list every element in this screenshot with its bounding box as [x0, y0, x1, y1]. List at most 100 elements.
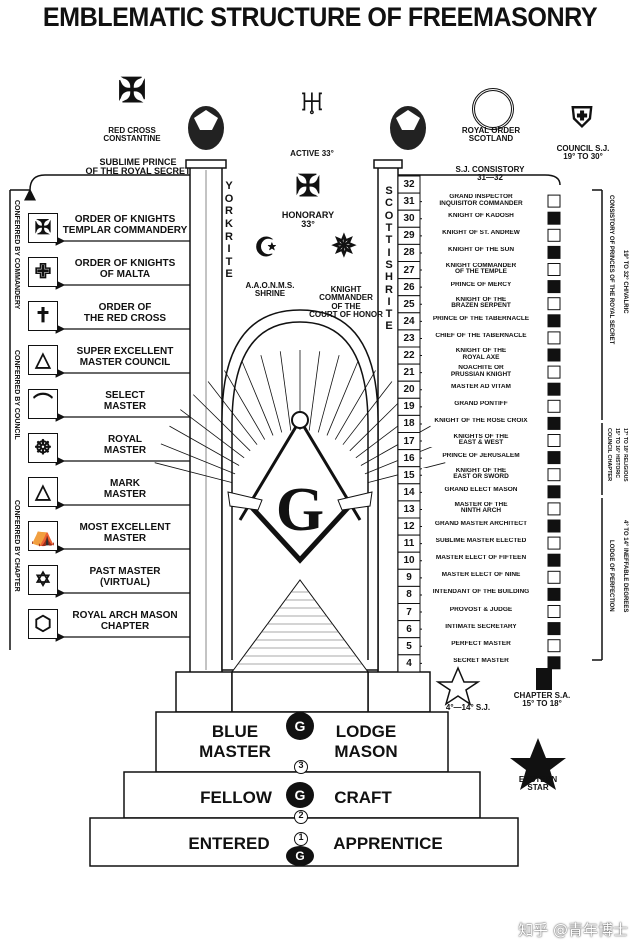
step-craft-text: CRAFT [334, 788, 392, 807]
scottish-rite-degree-name: GRAND MASTER ARCHITECT [422, 521, 540, 528]
scottish-rite-degree-number: 27 [403, 264, 415, 276]
scottish-rite-degree-emblem-icon [547, 519, 561, 533]
scottish-rite-degree-number: 11 [403, 538, 415, 550]
scottish-rite-degree-name: SECRET MASTER [422, 657, 540, 665]
scottish-rite-degree-number: 29 [403, 230, 415, 242]
scottish-rite-degree-name: MASTER ELECT OF NINE [422, 572, 540, 579]
sunburst-ray [207, 381, 258, 445]
eastern-star-icon [510, 738, 566, 790]
conferred-by-council-label: CONFERRED BY COUNCIL [13, 350, 20, 440]
conferred-by-chapter-label: CONFERRED BY CHAPTER [13, 500, 20, 592]
scottish-rite-degree-name: INTENDANT OF THE BUILDING [422, 589, 540, 596]
diagram-title: EMBLEMATIC STRUCTURE OF FREEMASONRY [42, 2, 598, 32]
scottish-rite-degree-name: PRINCE OF THE TABERNACLE [422, 315, 540, 323]
scottish-rite-degree-number: 20 [403, 384, 415, 396]
scottish-rite-degree-name: MASTER OF THE NINTH ARCH [422, 501, 540, 515]
scottish-rite-degree-name: NOACHITE OR PRUSSIAN KNIGHT [422, 365, 540, 379]
scottish-rite-degree-emblem-icon [547, 570, 561, 584]
templar-cross-icon: ✠ [28, 213, 58, 243]
scottish-rite-degree-name: MASTER AD VITAM [422, 384, 540, 391]
scottish-rite-degree-name: KNIGHT OF THE SUN [422, 247, 540, 254]
scottish-rite-degree-name: PRINCE OF JERUSALEM [422, 452, 540, 460]
scottish-rite-degree-emblem-icon [547, 553, 561, 567]
scottish-rite-degree-emblem-icon [547, 605, 561, 618]
council-sj-icon: ⛨ [571, 102, 593, 133]
scottish-rite-degree-number: 17 [403, 435, 415, 447]
council-sj-label: COUNCIL S.J. 19° TO 30° [556, 144, 610, 162]
council-chapter-label: COUNCIL CHAPTER [606, 428, 612, 482]
scottish-rite-degree-name: INTIMATE SECRETARY [422, 623, 540, 631]
watermark: 知乎 @青年博士 [518, 921, 628, 939]
scottish-rite-degree-name: GRAND ELECT MASON [422, 486, 540, 494]
york-rite-degree-label: ROYAL ARCH MASON CHAPTER [72, 610, 178, 632]
york-rite-arrows [55, 236, 190, 642]
square-compass-wings [227, 491, 373, 511]
scottish-rite-ladder [397, 175, 561, 673]
step-2-number: 2 [294, 810, 308, 824]
shrine-icon: ☪ [254, 232, 278, 262]
scottish-rite-degree-number: 31 [403, 196, 415, 208]
sunburst-ray [169, 425, 240, 466]
scottish-rite-degree-number: 12 [403, 521, 415, 532]
sunburst-ray [224, 370, 266, 440]
york-rite-degree-label: ORDER OF KNIGHTS TEMPLAR COMMANDERY [62, 214, 188, 236]
scottish-rite-degree-name: MASTER ELECT OF FIFTEEN [422, 555, 540, 562]
sunburst-ray [241, 361, 274, 436]
scottish-rite-degree-name: KNIGHT OF KADOSH [422, 213, 540, 220]
scottish-rite-degree-emblem-icon [547, 297, 561, 311]
scottish-rite-degree-number: 22 [403, 350, 415, 361]
chapter-sa-label: CHAPTER S.A. 15° TO 18° [513, 691, 571, 709]
pyramid-bricks [237, 591, 363, 665]
active-33-eagle-icon: ♅ [293, 73, 331, 129]
step-3-number: 3 [294, 760, 308, 774]
scottish-rite-degree-emblem-icon [547, 314, 561, 328]
scottish-rite-degree-name: PRINCE OF MERCY [422, 281, 540, 289]
triangle-trowel-icon: △ [28, 345, 58, 375]
scottish-rite-degree-number: 28 [403, 247, 415, 259]
sunburst-ray [260, 355, 283, 433]
sunburst-ray [192, 394, 251, 452]
ineffable-degrees-label: 4° TO 14° INEFFABLE DEGREES [622, 520, 628, 613]
red-cross-constantine-label: RED CROSS CONSTANTINE [103, 126, 161, 144]
sunburst-ray [317, 355, 340, 433]
knight-commander-icon: ✵ [331, 230, 357, 263]
sj-emblem-icon [435, 666, 481, 706]
left-pillar [185, 159, 227, 676]
scottish-rite-degree-number: 24 [403, 315, 415, 327]
scottish-rite-degree-emblem-icon [547, 211, 561, 225]
historic-degrees-label: 15° TO 16° HISTORIC [614, 428, 620, 478]
scottish-rite-degree-emblem-icon [547, 348, 561, 362]
scottish-rite-degree-name: KNIGHT COMMANDER OF THE TEMPLE [422, 262, 540, 276]
step-1-number: 1 [294, 832, 308, 846]
york-rite-degree-label: PAST MASTER (VIRTUAL) [89, 566, 161, 588]
scottish-rite-degree-name: KNIGHT OF THE ROSE CROIX [422, 418, 540, 425]
scottish-rite-degree-name: PROVOST & JUDGE [422, 606, 540, 613]
scottish-rite-degree-number: 26 [403, 281, 415, 293]
scottish-rite-degree-number: 10 [403, 555, 415, 567]
menorah-icon: ☸ [28, 433, 58, 463]
book-compass-icon: ✡ [28, 565, 58, 595]
york-rite-degree-label: ORDER OF KNIGHTS OF MALTA [74, 258, 176, 280]
religious-degrees-label: 17° TO 18° RELIGIOUS [622, 428, 628, 482]
scottish-rite-degree-number: 32 [403, 179, 415, 190]
right-pillar-globe-icon [390, 106, 426, 150]
scottish-rite-degree-emblem-icon [547, 622, 561, 636]
keystone-seal-icon: ⬡ [28, 609, 58, 639]
step-entered-text: ENTERED [188, 834, 270, 853]
scottish-rite-degree-emblem-icon [547, 280, 561, 294]
royal-order-scotland-label: ROYAL ORDER SCOTLAND [461, 126, 521, 144]
sunburst-ray [349, 394, 408, 452]
sunburst-ray [160, 443, 236, 475]
scottish-rite-degree-emblem-icon [547, 399, 561, 413]
honorary-33-icon: ✠ [295, 170, 321, 203]
scottish-rite-degree-emblem-icon [547, 451, 561, 465]
scottish-rite-degree-emblem-icon [547, 194, 561, 208]
chivalric-degrees-label: 19° TO 32° CHIVALRIC [622, 250, 628, 314]
scottish-rite-degree-name: KNIGHT OF THE EAST OR SWORD [422, 467, 540, 481]
scottish-rite-degree-number: 19 [403, 401, 415, 413]
sunburst-ray [326, 361, 359, 436]
scottish-rite-degree-name: KNIGHT OF ST. ANDREW [422, 230, 540, 237]
scottish-rite-degree-emblem-icon [547, 468, 561, 482]
